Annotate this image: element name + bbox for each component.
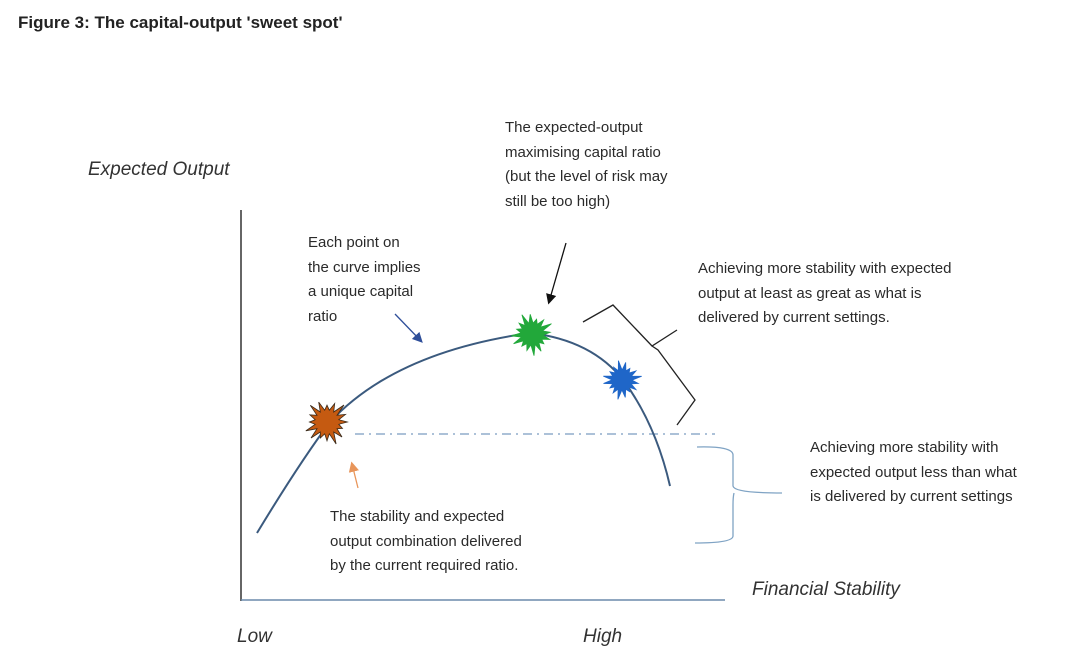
annotation-line: a unique capital (308, 283, 414, 300)
max-point-arrow (546, 242, 567, 305)
annotation-line: by the current required ratio. (330, 557, 519, 574)
annotation-line: output combination delivered (330, 532, 522, 550)
annotation-line: delivered by current settings. (698, 309, 890, 326)
current-point-annotation: The stability and expected output combin… (330, 505, 522, 579)
max-point-star (510, 314, 552, 356)
annotation-line: is delivered by current settings (810, 488, 1013, 505)
lower-brace (694, 446, 783, 544)
annotation-line: maximising capital ratio (505, 143, 661, 161)
more-stability-less-annotation: Achieving more stability with expected o… (810, 436, 1017, 510)
annotation-line: still be too high) (505, 192, 611, 210)
annotation-line: expected output less than what (810, 463, 1017, 481)
x-axis-low-label: Low (237, 626, 272, 647)
curve-point-annotation: Each point on the curve implies a unique… (308, 231, 421, 329)
current-point-arrow (348, 461, 359, 489)
better-point-star (603, 360, 642, 400)
annotation-line: output at least as great as what is (698, 284, 922, 302)
x-axis-high-label: High (583, 626, 623, 647)
annotation-line: the curve implies (308, 258, 421, 276)
curve-point-arrow (394, 313, 423, 343)
annotation-line: ratio (308, 307, 338, 325)
upper-brace (582, 304, 696, 426)
more-stability-greater-annotation: Achieving more stability with expected o… (698, 257, 951, 331)
annotation-line: Achieving more stability with expected (698, 260, 952, 277)
annotation-line: Achieving more stability with (810, 439, 999, 456)
current-point-star (305, 401, 349, 445)
max-point-annotation: The expected-output maximising capital r… (505, 116, 668, 214)
annotation-line: The expected-output (505, 119, 643, 136)
annotation-line: The stability and expected (330, 508, 505, 525)
figure-title: Figure 3: The capital-output 'sweet spot… (18, 13, 343, 32)
annotation-line: (but the level of risk may (505, 168, 668, 185)
capital-output-curve (256, 331, 671, 534)
x-axis-label: Financial Stability (752, 579, 900, 600)
annotation-line: Each point on (308, 234, 400, 251)
y-axis-label: Expected Output (88, 159, 230, 180)
